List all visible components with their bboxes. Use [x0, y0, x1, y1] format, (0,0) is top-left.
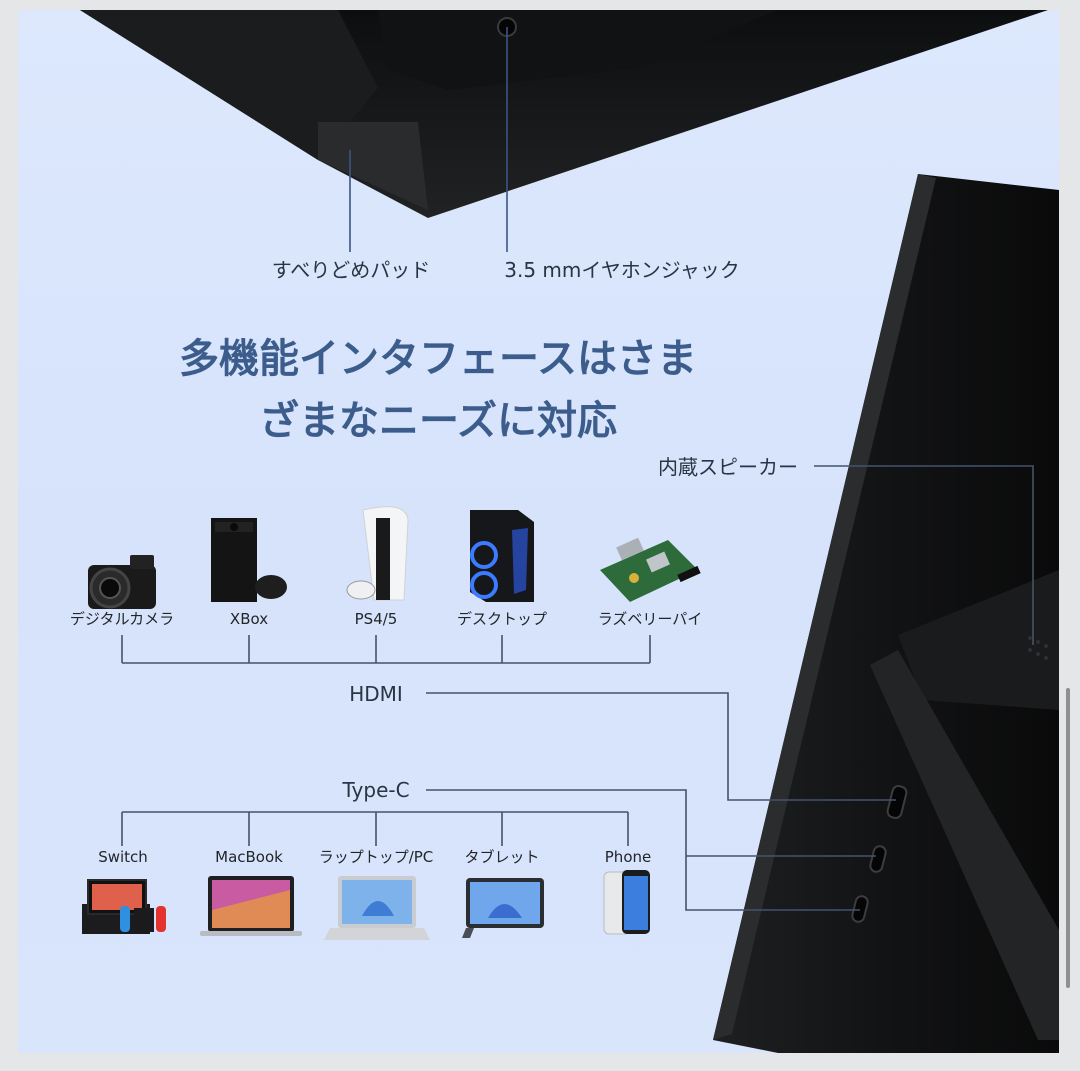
device-label-raspberry-pi: ラズベリーパイ	[597, 610, 703, 628]
typec-label: Type-C	[342, 778, 410, 802]
smartphone-icon	[603, 870, 650, 935]
device-label-camera: デジタルカメラ	[69, 610, 175, 628]
nintendo-switch-icon	[82, 879, 166, 934]
device-label-desktop: デスクトップ	[456, 610, 548, 628]
built-in-speaker-label: 内蔵スピーカー	[658, 455, 798, 479]
port-typec-1-shape	[869, 845, 887, 873]
anti-slip-pad-label: すべりどめパッド	[271, 258, 431, 282]
raspberry-pi-icon	[600, 537, 701, 602]
device-label-laptop: ラップトップ/PC	[318, 848, 434, 866]
xbox-console-icon	[211, 518, 287, 602]
scrollbar[interactable]	[1066, 688, 1070, 988]
headline-line-2: ざまなニーズに対応	[259, 398, 617, 444]
playstation-console-icon	[346, 506, 409, 601]
device-label-tablet: タブレット	[464, 848, 540, 866]
laptop-icon	[324, 876, 430, 940]
hdmi-label: HDMI	[349, 682, 403, 706]
desktop-pc-icon	[470, 510, 534, 602]
camera-icon	[88, 555, 156, 609]
anti-slip-pad-shape	[318, 122, 428, 210]
monitor-top-view	[80, 10, 1059, 1053]
kickstand-shape	[898, 570, 1059, 710]
device-label-switch: Switch	[98, 848, 148, 866]
product-infographic: すべりどめパッド 3.5 mmイヤホンジャック 内蔵スピーカー 多機能インタフェ…	[18, 10, 1059, 1053]
tablet-icon	[462, 878, 544, 938]
port-typec-2-shape	[851, 895, 869, 923]
earphone-jack-label: 3.5 mmイヤホンジャック	[504, 258, 740, 282]
device-label-playstation: PS4/5	[354, 610, 398, 628]
device-label-macbook: MacBook	[215, 848, 283, 866]
headline-line-1: 多機能インタフェースはさま	[179, 336, 697, 382]
macbook-icon	[200, 876, 302, 936]
device-label-phone: Phone	[604, 848, 652, 866]
device-label-xbox: XBox	[229, 610, 269, 628]
